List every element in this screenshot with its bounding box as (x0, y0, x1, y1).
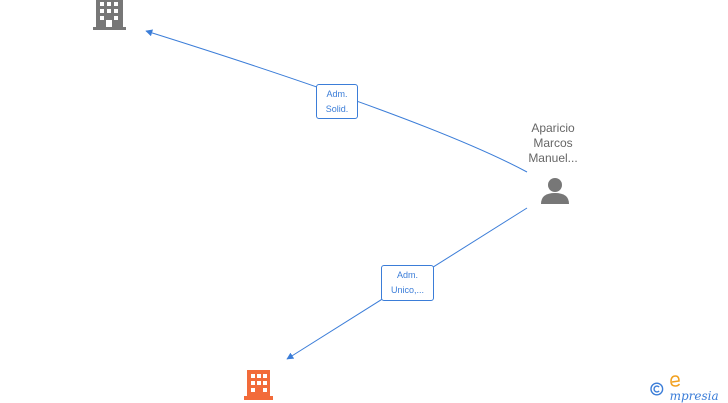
person-name-label: Aparicio Marcos Manuel... (528, 121, 578, 165)
company-node-1[interactable] (93, 0, 126, 30)
copyright-icon (650, 382, 664, 396)
brand-watermark: mpresia (650, 375, 728, 403)
building-icon (244, 370, 273, 400)
company-node-2[interactable] (244, 370, 273, 400)
relation-label-adm-unico[interactable]: Adm. Unico,... (381, 265, 434, 301)
brand-logo-e-icon (669, 375, 680, 387)
person-icon (541, 178, 569, 204)
building-icon (93, 0, 126, 30)
brand-name: mpresia (669, 389, 719, 403)
edge-line-adm-solid (145, 29, 528, 173)
brand-logo: mpresia (670, 375, 728, 403)
person-node[interactable] (541, 178, 569, 204)
relation-label-adm-solid[interactable]: Adm. Solid. (316, 84, 358, 119)
